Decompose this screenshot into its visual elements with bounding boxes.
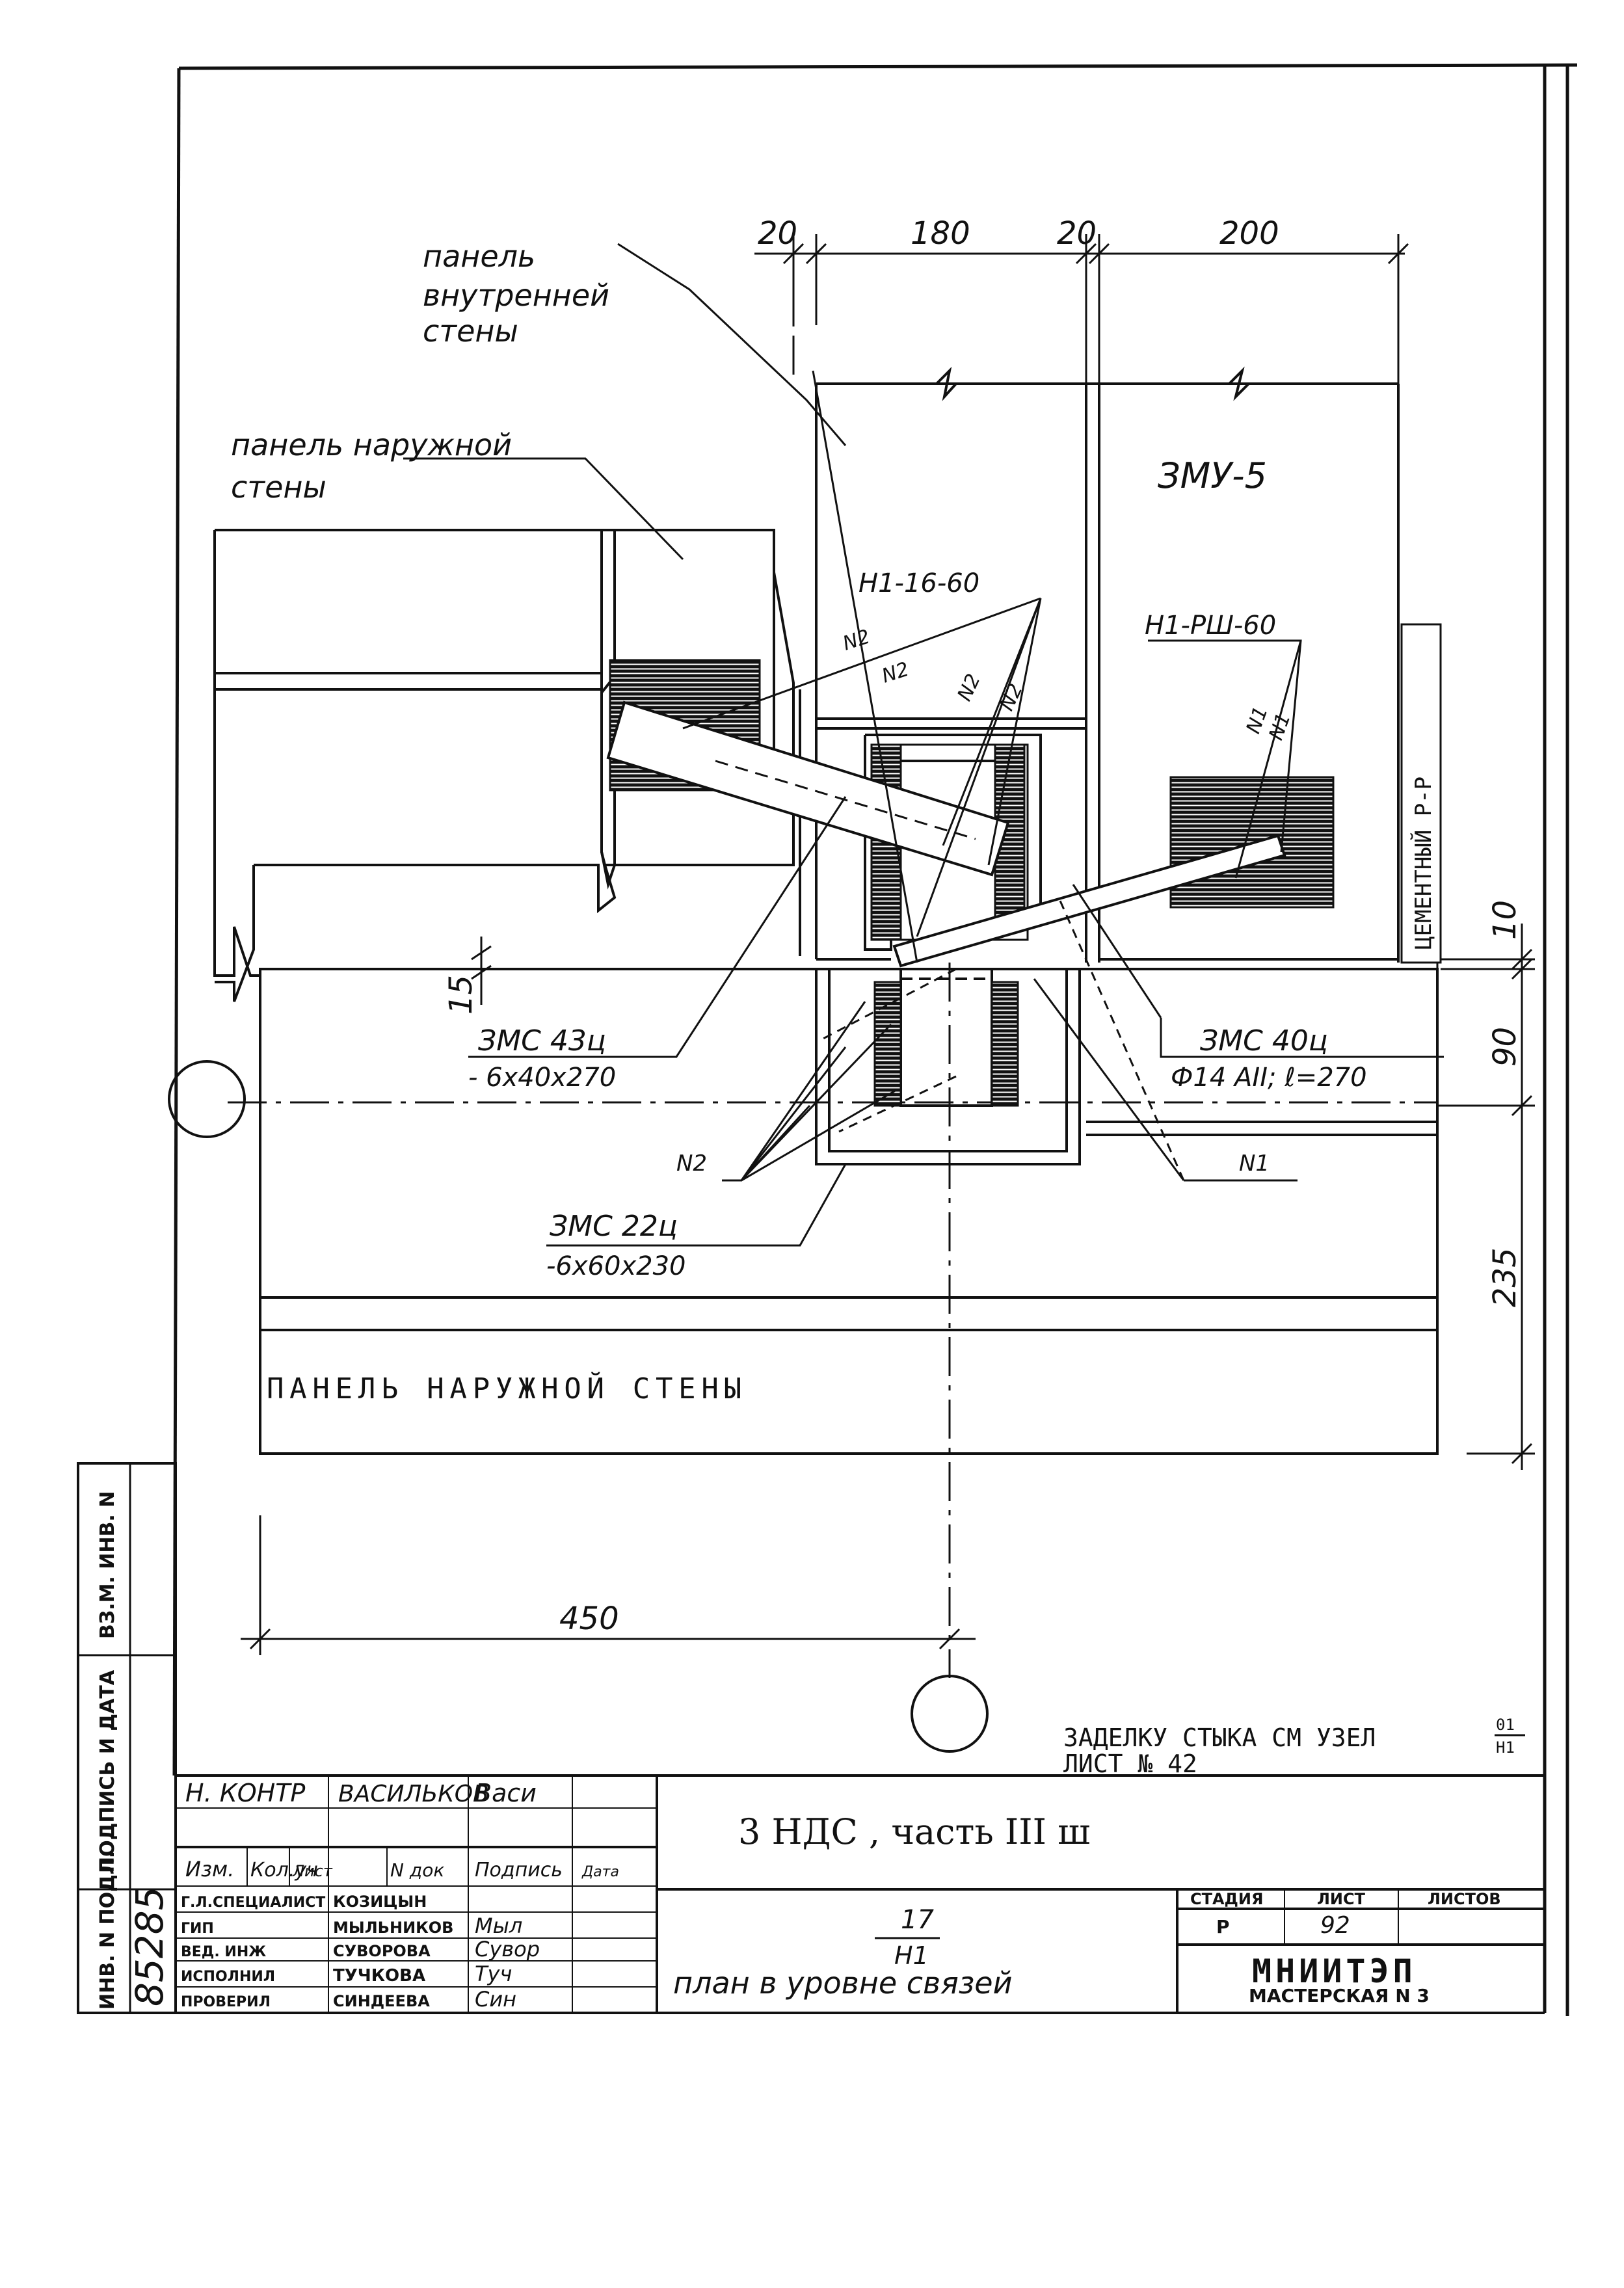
inv-podl-label: ИНВ. N ПОДЛ. [96, 1851, 119, 2010]
sheet-code-top: 17 [901, 1905, 934, 1935]
outer-wall-panel-bottom [259, 968, 1439, 1455]
sign-ved-inzh: Сувор [475, 1937, 540, 1962]
connection-bar-zmc43 [606, 700, 1010, 877]
zadelka-note: ЗАДЕЛКУ СТЫКА СМ УЗЕЛ [1063, 1723, 1376, 1752]
stage-label: СТАДИЯ [1190, 1890, 1264, 1908]
sheet-code-bottom: Н1 [894, 1941, 929, 1970]
cement-mortar-label: ЦЕМЕНТНЫЙ Р-Р [1410, 777, 1437, 950]
zmu5-label: ЗМУ-5 [1158, 455, 1267, 496]
annotations: панель внутренней стены панель наружной … [231, 239, 1367, 1281]
inv-number: 85285 [127, 1886, 172, 2006]
inner-wall-panel [799, 366, 1400, 963]
vzam-inv-label: ВЗ.М. ИНВ. N [96, 1491, 119, 1639]
role-glspec: Г.Л.СПЕЦИАЛИСТ [181, 1895, 325, 1911]
norm-control-name: ВАСИЛЬКОВ [338, 1781, 489, 1807]
title-block: Н. КОНТР ВАСИЛЬКОВ Васи Изм. Кол.уч Лист… [174, 1774, 1545, 2014]
plan-drawing [168, 234, 1535, 1753]
sheets-label: ЛИСТОВ [1428, 1890, 1501, 1908]
dim-180: 180 [911, 215, 970, 252]
sign-gip: Мыл [475, 1913, 522, 1938]
connection-bar-zmc40 [892, 834, 1286, 968]
dimension-lines-top [754, 234, 1409, 384]
header-n-dok: N док [390, 1859, 444, 1881]
podpis-data-label: ПОДПИСЬ И ДАТА [96, 1669, 119, 1873]
header-data: Дата [581, 1864, 619, 1880]
stage-value: Р [1216, 1916, 1230, 1937]
dim-10: 10 [1487, 900, 1523, 940]
header-podpis: Подпись [475, 1859, 563, 1882]
leader-lines [403, 243, 1444, 1247]
dim-15: 15 [443, 975, 479, 1015]
n2-leader-label: N2 [676, 1151, 707, 1177]
zmc22-size: -6х60х230 [546, 1251, 686, 1281]
header-list: Лист [292, 1862, 333, 1880]
embedded-plate-lower-1 [873, 981, 902, 1107]
header-kol-uch: Кол.уч [250, 1859, 318, 1882]
project-name: 3 НДС , часть III ш [738, 1811, 1090, 1852]
outer-panel-bottom-label: ПАНЕЛЬ НАРУЖНОЙ СТЕНЫ [267, 1371, 741, 1405]
outer-panel-top-label-1: панель наружной [231, 427, 512, 462]
role-ispolnil: ИСПОЛНИЛ [181, 1969, 275, 1985]
zmc40-size: Ф14 АII; ℓ=270 [1171, 1063, 1367, 1093]
dim-235: 235 [1487, 1247, 1523, 1307]
name-gip: МЫЛЬНИКОВ [333, 1919, 453, 1937]
norm-control-signature: Васи [475, 1779, 537, 1807]
n1-16-60-label: Н1-16-60 [859, 568, 979, 598]
axis-bubble-left [168, 1060, 246, 1138]
sign-ispolnil: Туч [475, 1962, 512, 1986]
zmc43-size: - 6х40х270 [468, 1063, 616, 1093]
upright-annotations: ЦЕМЕНТНЫЙ Р-Р ПАНЕЛЬ НАРУЖНОЙ СТЕНЫ ЗАДЕ… [267, 777, 1525, 1778]
sign-proveril: Син [475, 1987, 516, 2012]
dimension-texts: 20 180 20 200 15 10 90 235 450 [443, 215, 1523, 1637]
name-glspec: КОЗИЦЫН [333, 1893, 427, 1911]
name-ved-inzh: СУВОРОВА [333, 1942, 431, 1960]
role-proveril: ПРОВЕРИЛ [181, 1994, 271, 2010]
sheet-value: 92 [1320, 1912, 1350, 1939]
embedded-plate-lower-2 [991, 981, 1019, 1107]
org-name: МНИИТЭП [1252, 1952, 1417, 1990]
n2-mark-2: N2 [879, 658, 912, 687]
outer-panel-top-label-2: стены [231, 470, 326, 505]
frame-lower [815, 969, 1081, 1165]
dim-90: 90 [1487, 1027, 1523, 1067]
dim-200: 200 [1219, 215, 1279, 252]
dim-450: 450 [559, 1601, 619, 1637]
zadelka-ref-bottom: Н1 [1496, 1738, 1515, 1757]
header-izm: Изм. [185, 1857, 234, 1882]
dimension-450 [241, 1515, 976, 1655]
dim-20-b: 20 [1057, 215, 1097, 252]
zmc22-label: ЗМС 22ц [550, 1210, 678, 1243]
axis-bubble-bottom [911, 1675, 989, 1753]
norm-control-role: Н. КОНТР [185, 1779, 305, 1807]
cement-mortar-strip [1400, 623, 1442, 964]
inner-panel-label-2: внутренней [423, 278, 609, 313]
dimension-lines-right [1437, 924, 1535, 1470]
dimension-15 [471, 937, 492, 1005]
org-sub: МАСТЕРСКАЯ N 3 [1249, 1985, 1430, 2006]
name-proveril: СИНДЕЕВА [333, 1992, 430, 2010]
n1-leader-label: N1 [1239, 1151, 1270, 1177]
zmc43-label: ЗМС 43ц [478, 1024, 606, 1058]
zadelka-ref-top: 01 [1496, 1716, 1515, 1734]
zmc40-label: ЗМС 40ц [1200, 1024, 1328, 1058]
dim-20-a: 20 [758, 215, 797, 252]
inner-panel-label-1: панель [423, 239, 535, 274]
name-ispolnil: ТУЧКОВА [333, 1966, 425, 1986]
side-stamp: ВЗ.М. ИНВ. N ПОДПИСЬ И ДАТА ИНВ. N ПОДЛ.… [77, 1462, 177, 2014]
sheet-title: план в уровне связей [673, 1965, 1013, 2001]
list-42-ref: ЛИСТ № 42 [1063, 1749, 1197, 1778]
role-gip: ГИП [181, 1921, 214, 1937]
inner-panel-label-3: стены [423, 313, 518, 349]
n2-mark-1: N2 [840, 625, 873, 655]
n2-mark-3: N2 [953, 671, 985, 704]
sheet-label: ЛИСТ [1317, 1890, 1366, 1908]
n1-rsh-60-label: Н1-РШ-60 [1145, 611, 1276, 641]
role-ved-inzh: ВЕД. ИНЖ [181, 1944, 266, 1960]
